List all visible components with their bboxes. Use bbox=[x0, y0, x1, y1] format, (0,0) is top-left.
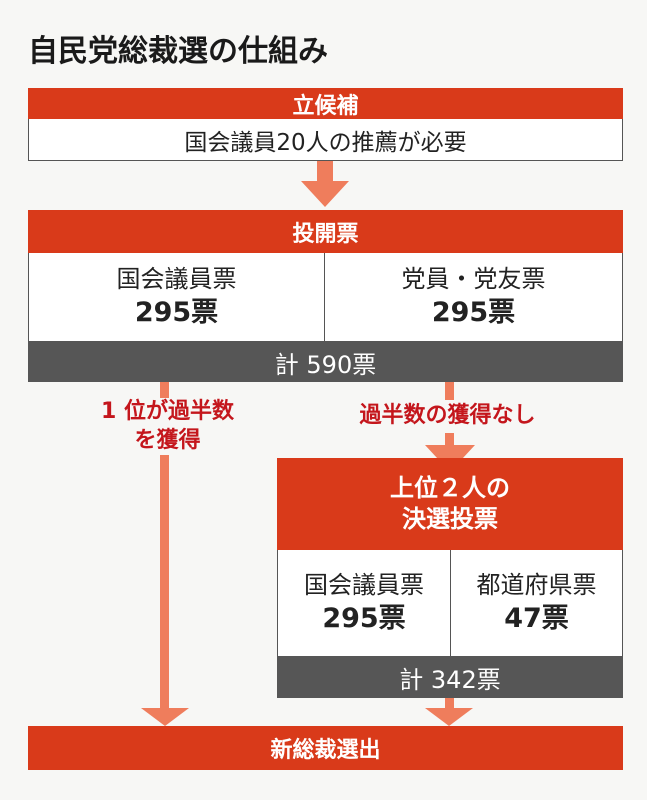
cell-votes: 47票 bbox=[504, 602, 569, 634]
candidacy-header: 立候補 bbox=[28, 88, 623, 119]
runoff-total: 計 342票 bbox=[277, 656, 623, 698]
arrow-down-icon bbox=[425, 708, 473, 726]
header-line: 上位２人の bbox=[390, 473, 510, 502]
result-box: 新総裁選出 bbox=[28, 726, 623, 770]
cell-label: 国会議員票 bbox=[116, 264, 237, 293]
first-round-breakdown: 国会議員票 295票 党員・党友票 295票 bbox=[28, 253, 623, 342]
runoff-arrow-shaft bbox=[445, 698, 454, 712]
candidacy-requirement: 国会議員20人の推薦が必要 bbox=[28, 119, 623, 161]
first-round-total: 計 590票 bbox=[28, 342, 623, 382]
arrow-shaft bbox=[317, 161, 333, 183]
party-member-votes: 党員・党友票 295票 bbox=[325, 253, 622, 341]
majority-note: 1 位が過半数 を獲得 bbox=[80, 398, 255, 456]
header-line: 決選投票 bbox=[402, 505, 498, 533]
cell-label: 都道府県票 bbox=[476, 570, 597, 599]
no-majority-note: 過半数の獲得なし bbox=[335, 400, 560, 433]
majority-arrow-shaft bbox=[160, 382, 169, 710]
page-title: 自民党総裁選の仕組み bbox=[28, 34, 328, 69]
arrow-down-icon bbox=[301, 181, 349, 207]
arrow-down-icon bbox=[141, 708, 189, 726]
cell-votes: 295票 bbox=[431, 296, 516, 328]
diet-member-votes: 国会議員票 295票 bbox=[29, 253, 325, 341]
note-line: 1 位が過半数 bbox=[101, 399, 234, 424]
cell-label: 党員・党友票 bbox=[401, 264, 546, 293]
runoff-breakdown: 国会議員票 295票 都道府県票 47票 bbox=[277, 550, 623, 656]
diet-member-votes: 国会議員票 295票 bbox=[278, 550, 451, 656]
prefecture-votes: 都道府県票 47票 bbox=[451, 550, 622, 656]
runoff-header: 上位２人の 決選投票 bbox=[277, 458, 623, 550]
first-round-header: 投開票 bbox=[28, 210, 623, 253]
cell-label: 国会議員票 bbox=[304, 570, 424, 599]
note-line: を獲得 bbox=[134, 427, 201, 453]
cell-votes: 295票 bbox=[322, 602, 406, 634]
cell-votes: 295票 bbox=[134, 296, 219, 328]
